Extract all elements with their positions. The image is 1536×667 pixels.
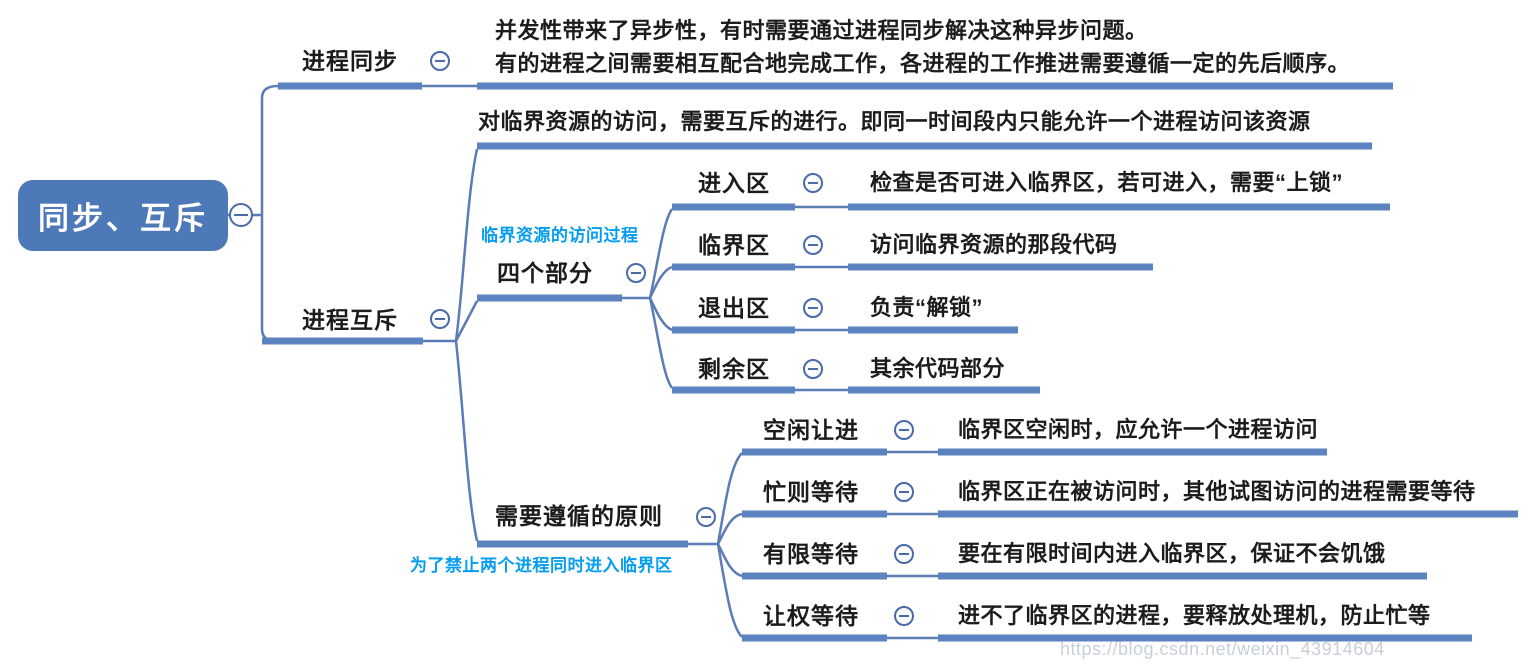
process-sync-collapse-icon[interactable] (430, 51, 450, 71)
node-idle-let-in[interactable]: 空闲让进 (763, 417, 859, 443)
remainder-section-desc[interactable]: 其余代码部分 (870, 356, 1006, 381)
root-node[interactable]: 同步、互斥 (18, 180, 228, 251)
principles-collapse-icon[interactable] (696, 507, 716, 527)
node-busy-wait[interactable]: 忙则等待 (763, 479, 859, 505)
node-remainder-section[interactable]: 剩余区 (698, 356, 770, 382)
idle-let-in-desc[interactable]: 临界区空闲时，应允许一个进程访问 (958, 417, 1319, 442)
idle-let-in-collapse-icon[interactable] (894, 420, 914, 440)
node-process-mutex[interactable]: 进程互斥 (302, 307, 398, 333)
process-mutex-desc[interactable]: 对临界资源的访问，需要互斥的进行。即同一时间段内只能允许一个进程访问该资源 (478, 109, 1311, 134)
yield-wait-collapse-icon[interactable] (894, 606, 914, 626)
watermark-url: https://blog.csdn.net/weixin_43914604 (1060, 639, 1385, 659)
four-parts-annotation: 临界资源的访问过程 (481, 226, 639, 245)
node-critical-section[interactable]: 临界区 (698, 232, 770, 258)
node-principles[interactable]: 需要遵循的原则 (495, 503, 663, 529)
node-four-parts[interactable]: 四个部分 (497, 260, 593, 286)
bounded-wait-collapse-icon[interactable] (894, 544, 914, 564)
busy-wait-desc[interactable]: 临界区正在被访问时，其他试图访问的进程需要等待 (958, 479, 1476, 504)
four-parts-collapse-icon[interactable] (626, 263, 646, 283)
entry-section-desc[interactable]: 检查是否可进入临界区，若可进入，需要“上锁” (870, 170, 1344, 195)
root-node-label: 同步、互斥 (38, 201, 208, 236)
bounded-wait-desc[interactable]: 要在有限时间内进入临界区，保证不会饥饿 (958, 541, 1386, 566)
principles-annotation: 为了禁止两个进程同时进入临界区 (410, 556, 673, 575)
critical-section-desc[interactable]: 访问临界资源的那段代码 (870, 232, 1118, 257)
process-mutex-collapse-icon[interactable] (430, 309, 450, 329)
process-sync-desc-line1[interactable]: 并发性带来了异步性，有时需要通过进程同步解决这种异步问题。 (495, 18, 1148, 43)
busy-wait-collapse-icon[interactable] (894, 482, 914, 502)
node-yield-wait[interactable]: 让权等待 (763, 603, 859, 629)
node-exit-section[interactable]: 退出区 (698, 295, 770, 321)
root-collapse-icon[interactable] (229, 203, 253, 227)
yield-wait-desc[interactable]: 进不了临界区的进程，要释放处理机，防止忙等 (958, 603, 1431, 628)
entry-section-collapse-icon[interactable] (803, 173, 823, 193)
critical-section-collapse-icon[interactable] (803, 235, 823, 255)
node-bounded-wait[interactable]: 有限等待 (763, 541, 859, 567)
process-sync-desc-line2[interactable]: 有的进程之间需要相互配合地完成工作，各进程的工作推进需要遵循一定的先后顺序。 (495, 51, 1351, 76)
node-process-sync[interactable]: 进程同步 (302, 48, 398, 74)
exit-section-collapse-icon[interactable] (803, 298, 823, 318)
exit-section-desc[interactable]: 负责“解锁” (870, 295, 984, 320)
node-entry-section[interactable]: 进入区 (698, 170, 770, 196)
remainder-section-collapse-icon[interactable] (803, 359, 823, 379)
